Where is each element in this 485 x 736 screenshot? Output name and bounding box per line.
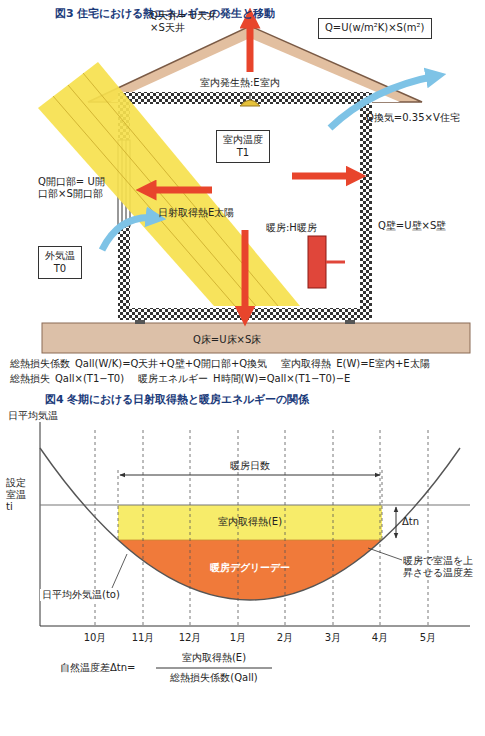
annotation: 設定室温 ti — [6, 477, 30, 513]
annotation: 暖房デグリーデー — [210, 562, 290, 574]
annotation: 総熱損失係数 — [10, 358, 70, 370]
heat-loss-arrows — [146, 18, 356, 316]
infiltration-arrow — [102, 218, 156, 250]
annotation: 室内取得熱(E) — [218, 516, 282, 528]
annotation: 日平均外気温(to) — [40, 589, 122, 601]
annotation: H時間(W)=Qall×(T1−T0)−E — [213, 373, 350, 385]
formula-box: Q=U(w/m²K)×S(m²) — [318, 18, 432, 39]
annotation: 総熱損失 — [10, 373, 50, 385]
heater — [308, 236, 326, 288]
ground — [42, 323, 470, 353]
annotation: 11月 — [132, 632, 155, 644]
annotation: 自然温度差Δtn= — [60, 662, 135, 674]
node-text: T1 — [223, 147, 263, 160]
annotation: 室内発生熱:E室内 — [198, 77, 282, 89]
annotation: 1月 — [230, 632, 246, 644]
annotation: 5月 — [420, 632, 436, 644]
annotation: 総熱損失係数(Qall) — [170, 672, 257, 684]
annotation: 暖房:H暖房 — [264, 222, 319, 234]
node-text: 外気温 — [45, 250, 75, 263]
node-text: T0 — [45, 263, 75, 276]
annotation: 4月 — [372, 632, 388, 644]
annotation: Q床=U床×S床 — [193, 334, 261, 346]
annotation: 暖房日数 — [230, 460, 270, 472]
annotation: 日射取得熱E太陽 — [158, 207, 234, 219]
annotation: Qall(W/K)=Q天井+Q壁+Q開口部+Q換気 — [75, 358, 267, 370]
annotation: Q開口部= U開口部×S開口部 — [38, 176, 114, 200]
node-text: Q=U(w/m²K)×S(m²) — [325, 22, 425, 35]
annotation: E(W)=E室内+E太陽 — [336, 358, 429, 370]
annotation: 日平均気温 — [8, 410, 58, 422]
annotation: Q壁=U壁×S壁 — [378, 220, 446, 232]
temperature-box: 室内温度T1 — [216, 130, 270, 163]
annotation: 室内取得熱(E) — [182, 652, 246, 664]
annotation: 2月 — [277, 632, 293, 644]
annotation: Qall×(T1−T0) — [55, 373, 124, 385]
annotation: Δtn — [402, 516, 419, 528]
solar-beam — [38, 62, 300, 306]
annotation: 12月 — [179, 632, 202, 644]
annotation: 10月 — [84, 632, 107, 644]
annotation: Q天井= U天井×S天井 — [150, 10, 222, 34]
figure-title: 図4 冬期における日射取得熱と暖房エネルギーの関係 — [45, 392, 309, 407]
temperature-box: 外気温T0 — [38, 246, 82, 279]
annotation: 暖房で室温を上昇させる温度差 — [403, 555, 481, 579]
annotation: 室内取得熱 — [281, 358, 331, 370]
lamp — [240, 100, 260, 106]
annotation: 3月 — [325, 632, 341, 644]
node-text: 室内温度 — [223, 134, 263, 147]
annotation: Q換気=0.35×V住宅 — [366, 112, 460, 124]
chart — [40, 422, 470, 668]
annotation: 暖房エネルギー — [138, 373, 208, 385]
